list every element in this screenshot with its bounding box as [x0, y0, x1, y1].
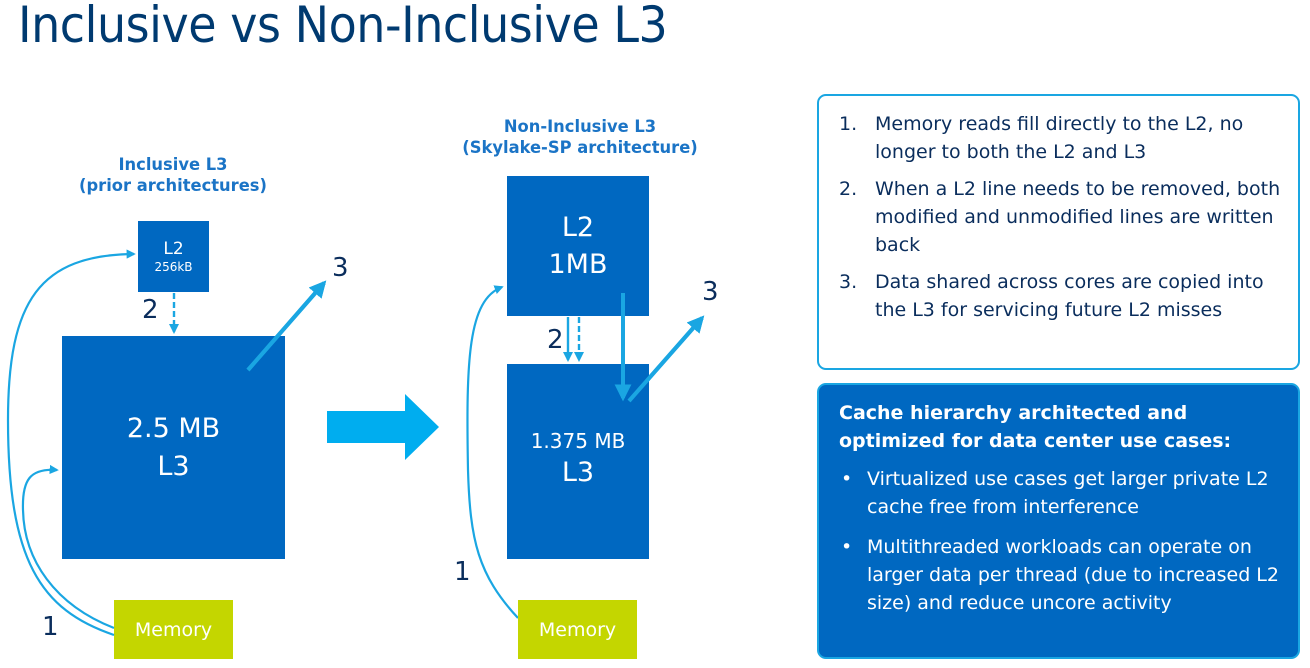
- noninclusive-step-2-label: 2: [547, 325, 564, 355]
- noninclusive-l2-label: L2: [561, 212, 595, 243]
- inclusive-l3-label: L3: [157, 450, 190, 482]
- slide-title: Inclusive vs Non-Inclusive L3: [18, 0, 668, 54]
- benefits-list-item: • Multithreaded workloads can operate on…: [839, 533, 1289, 617]
- changes-item-text: When a L2 line needs to be removed, both…: [875, 178, 1281, 256]
- noninclusive-caption: Non-Inclusive L3 (Skylake-SP architectur…: [451, 117, 708, 159]
- inclusive-caption: Inclusive L3 (prior architectures): [68, 155, 277, 197]
- changes-item-number: 2.: [839, 178, 858, 200]
- inclusive-memory-label: Memory: [134, 618, 213, 641]
- benefits-panel: Cache hierarchy architected and optimize…: [817, 383, 1300, 659]
- changes-item-number: 1.: [839, 113, 858, 135]
- noninclusive-step-1-label: 1: [454, 557, 471, 587]
- benefits-list-item: • Virtualized use cases get larger priva…: [839, 465, 1289, 521]
- inclusive-step-1-label: 1: [42, 612, 59, 642]
- inclusive-l2-label: L2: [163, 238, 184, 259]
- changes-list-item: 3. Data shared across cores are copied i…: [839, 268, 1289, 324]
- inclusive-l3-share-arrow: [246, 280, 327, 372]
- inclusive-memory-to-l3-arrow: [21, 464, 115, 630]
- inclusive-step-2-label: 2: [142, 295, 159, 325]
- benefits-item-text: Multithreaded workloads can operate on l…: [867, 536, 1279, 614]
- inclusive-l3-size: 2.5 MB: [126, 412, 221, 444]
- noninclusive-step-3-label: 3: [702, 277, 719, 307]
- changes-item-text: Data shared across cores are copied into…: [875, 271, 1264, 321]
- noninclusive-caption-subtitle: (Skylake-SP architecture): [462, 138, 698, 158]
- noninclusive-memory-label: Memory: [538, 618, 617, 641]
- changes-item-text: Memory reads fill directly to the L2, no…: [875, 113, 1244, 163]
- noninclusive-l3-label: L3: [561, 457, 595, 488]
- noninclusive-l2-size: 1MB: [548, 249, 608, 280]
- inclusive-memory-to-l2-arrow: [6, 249, 136, 637]
- noninclusive-l2-box: L2 1MB: [507, 176, 649, 316]
- changes-list: 1. Memory reads fill directly to the L2,…: [839, 110, 1289, 333]
- inclusive-step-3-label: 3: [332, 253, 349, 283]
- benefits-list: • Virtualized use cases get larger priva…: [839, 465, 1289, 629]
- changes-list-item: 1. Memory reads fill directly to the L2,…: [839, 110, 1289, 166]
- inclusive-l2-size: 256kB: [154, 259, 193, 274]
- benefits-item-text: Virtualized use cases get larger private…: [867, 468, 1269, 518]
- changes-list-item: 2. When a L2 line needs to be removed, b…: [839, 175, 1289, 259]
- changes-item-number: 3.: [839, 271, 858, 293]
- bullet-icon: •: [841, 536, 853, 558]
- noninclusive-l3-box: 1.375 MB L3: [507, 364, 649, 559]
- noninclusive-memory-to-l2-arrow: [466, 285, 519, 619]
- changes-panel: 1. Memory reads fill directly to the L2,…: [817, 94, 1300, 370]
- inclusive-l3-box: 2.5 MB L3: [62, 336, 285, 559]
- noninclusive-memory-box: Memory: [518, 600, 637, 659]
- inclusive-memory-box: Memory: [114, 600, 233, 659]
- right-arrow-icon: [327, 394, 439, 460]
- inclusive-caption-subtitle: (prior architectures): [79, 176, 267, 196]
- benefits-heading: Cache hierarchy architected and optimize…: [839, 402, 1232, 452]
- inclusive-caption-title: Inclusive L3: [118, 155, 228, 175]
- noninclusive-l3-size: 1.375 MB: [530, 429, 626, 453]
- inclusive-l2-box: L2 256kB: [138, 221, 209, 292]
- bullet-icon: •: [841, 468, 853, 490]
- noninclusive-caption-title: Non-Inclusive L3: [503, 117, 657, 137]
